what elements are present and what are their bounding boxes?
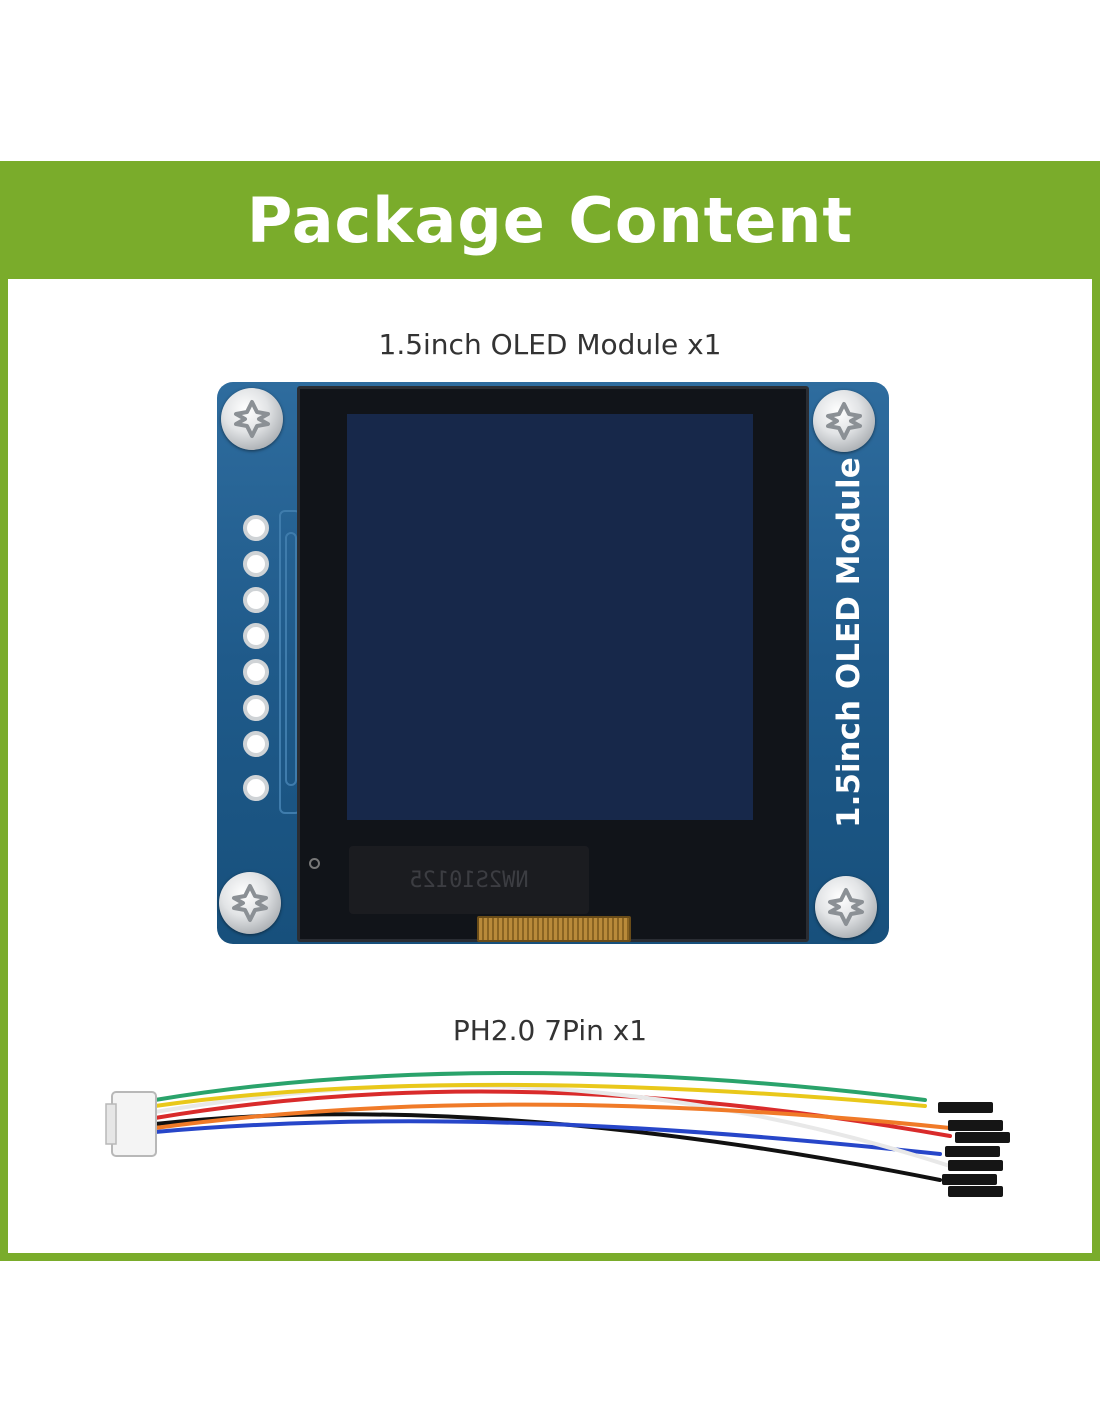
- ph2-cable-image: [105, 1071, 1010, 1197]
- flex-cable-cover: [349, 846, 589, 914]
- dupont-connectors: [938, 1102, 1010, 1197]
- header-pin: [243, 515, 269, 541]
- header-pin: [243, 551, 269, 577]
- cable-wires: [153, 1071, 952, 1182]
- wire-blue: [153, 1119, 942, 1156]
- item-label-cable: PH2.0 7Pin x1: [452, 1014, 648, 1047]
- wire-yellow: [153, 1082, 927, 1108]
- header-pin: [243, 775, 269, 801]
- screw-icon: [815, 876, 877, 938]
- module-side-label: 1.5inch OLED Module: [831, 457, 867, 828]
- header-pin: [243, 623, 269, 649]
- screw-icon: [221, 388, 283, 450]
- header-pin: [243, 731, 269, 757]
- wire-orange: [153, 1102, 952, 1130]
- header-pin: [243, 587, 269, 613]
- flex-marking: NW2S10125: [409, 868, 529, 893]
- pcb-trace: [285, 532, 297, 786]
- fpc-connector: [477, 916, 631, 942]
- ph2-connector: [105, 1091, 157, 1157]
- wire-green: [153, 1071, 927, 1102]
- screw-icon: [219, 872, 281, 934]
- oled-screen: [347, 414, 753, 820]
- header-pin: [243, 659, 269, 685]
- item-label-oled: 1.5inch OLED Module x1: [378, 328, 722, 361]
- glass-marker-dot: [309, 858, 320, 869]
- banner-title: Package Content: [246, 183, 854, 257]
- header-pin: [243, 695, 269, 721]
- screw-icon: [813, 390, 875, 452]
- oled-module-image: NW2S10125 1.5inch OLED Module: [217, 382, 889, 944]
